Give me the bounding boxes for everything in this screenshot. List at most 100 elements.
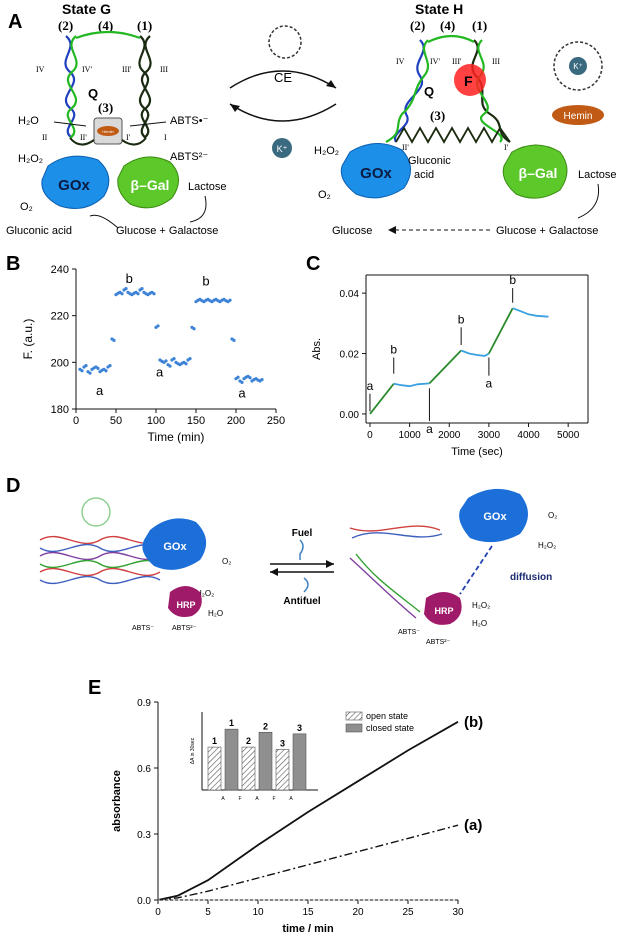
- gox-label-d: GOx: [163, 541, 187, 553]
- state-h-roman-ip: I': [504, 143, 509, 152]
- hairpin-icon: [81, 497, 111, 527]
- state-g-roman-ivp: IV': [82, 65, 92, 74]
- state-h-gluconic-1: Gluconic: [408, 155, 451, 167]
- x-tick-label: 25: [402, 907, 414, 918]
- state-annotation: b: [509, 273, 516, 287]
- state-h-k: K⁺: [573, 62, 583, 71]
- panel-a: A State G (2) (4) (1) IV IV' III' III Q …: [6, 1, 617, 237]
- state-h-left-helix-a: [393, 39, 425, 143]
- inset-bar-label: 3: [280, 738, 285, 748]
- state-annotation: a: [238, 385, 246, 400]
- k-ion-icon: [272, 138, 292, 158]
- state-h-f: F: [464, 73, 473, 89]
- state-h-h2o2: H₂O₂: [314, 145, 339, 157]
- forward-arrowhead: [326, 80, 336, 88]
- h2o2-d-right-2: H₂O₂: [472, 601, 490, 610]
- state-g-roman-iip: II': [80, 133, 87, 142]
- abts-ox-d-left: ABTS⁻: [132, 625, 154, 632]
- x-tick-label: 150: [187, 415, 205, 427]
- data-point: [84, 364, 88, 368]
- state-annotation: a: [156, 364, 164, 379]
- data-point: [164, 359, 168, 363]
- panel-b-label: B: [6, 253, 20, 275]
- state-g-lactose: Lactose: [188, 181, 227, 193]
- data-point: [108, 364, 112, 368]
- open-strand-2: [351, 532, 443, 539]
- hrp-blob-d-right: [424, 592, 462, 625]
- state-h-lactose: Lactose: [578, 169, 617, 181]
- state-annotation: a: [486, 377, 493, 391]
- x-tick-label: 3000: [478, 430, 501, 441]
- y-tick-label: 180: [51, 404, 69, 416]
- data-point: [236, 375, 240, 379]
- data-point: [184, 362, 188, 366]
- x-tick-label: 20: [352, 907, 364, 918]
- abts-red-d-right: ABTS²⁻: [426, 639, 451, 646]
- data-point: [88, 371, 92, 375]
- h2o-d-right: H₂O: [472, 619, 487, 628]
- k-ion-h-icon: [569, 57, 587, 75]
- state-g-h2o2: H₂O₂: [18, 153, 43, 165]
- state-h-num-3: (3): [430, 108, 445, 123]
- state-h-roman-ivp: IV': [430, 57, 440, 66]
- x-tick-label: 50: [110, 415, 122, 427]
- inset-bar-closed: [292, 733, 307, 791]
- state-annotation: b: [126, 271, 133, 286]
- tile-strand-5: [39, 567, 161, 577]
- data-point: [120, 292, 124, 296]
- data-point: [260, 378, 264, 382]
- data-point: [112, 338, 116, 342]
- state-annotation: a: [367, 379, 374, 393]
- tile-strand-1: [39, 535, 161, 545]
- state-h-hemin: Hemin: [564, 111, 593, 122]
- inset-bar-label: 1: [229, 718, 234, 728]
- open-strand-1: [349, 525, 441, 532]
- inset-bar-open: [207, 746, 222, 791]
- y-tick-label: 220: [51, 311, 69, 323]
- state-g-roman-iv: IV: [36, 65, 45, 74]
- x-axis-label: time / min: [282, 923, 334, 935]
- inset-x-label: A: [221, 796, 225, 802]
- x-tick-label: 200: [227, 415, 245, 427]
- x-tick-label: 4000: [517, 430, 540, 441]
- x-tick-label: 0: [367, 430, 373, 441]
- x-tick-label: 0: [155, 907, 161, 918]
- state-g-num-1: (1): [137, 18, 152, 33]
- fuel-label: Fuel: [292, 528, 313, 539]
- crown-ether-k-icon: [553, 41, 603, 91]
- fuel-hairpin-icon: [299, 539, 304, 560]
- inset-bar-label: 1: [212, 736, 217, 746]
- inset-bar-closed: [224, 728, 239, 791]
- series-line: [460, 349, 490, 357]
- inset-y-label: ΔA in 30sec: [190, 737, 196, 764]
- x-tick-label: 5000: [557, 430, 580, 441]
- h2o-d-left: H₂O: [208, 609, 223, 618]
- state-h-q: Q: [424, 84, 434, 99]
- data-point: [248, 376, 252, 380]
- state-h-o2: O₂: [318, 189, 331, 201]
- inset-bar-label: 3: [297, 723, 302, 733]
- state-g-o2: O₂: [20, 201, 33, 213]
- data-point: [136, 292, 140, 296]
- tile-strand-6: [39, 575, 161, 585]
- state-h-title: State H: [415, 1, 463, 17]
- panel-e-label: E: [88, 677, 101, 699]
- state-h-num-1: (1): [472, 18, 487, 33]
- state-g-title: State G: [62, 1, 111, 17]
- state-g-right-helix-b: [140, 35, 152, 139]
- diffusion-arrow: [459, 545, 493, 595]
- series-line: [428, 349, 462, 385]
- series-line: [157, 721, 459, 901]
- data-point: [228, 298, 232, 302]
- inset-bar-label: 2: [246, 736, 251, 746]
- series-label: (a): [464, 817, 482, 834]
- diffusion-label: diffusion: [510, 572, 552, 583]
- bgal-label-g: β–Gal: [131, 177, 170, 193]
- antifuel-hairpin-icon: [303, 577, 309, 593]
- bgal-blob-h: [502, 144, 568, 199]
- state-annotation: a: [96, 383, 104, 398]
- y-tick-label: 0.0: [137, 896, 151, 907]
- tile-strand-2: [39, 543, 161, 553]
